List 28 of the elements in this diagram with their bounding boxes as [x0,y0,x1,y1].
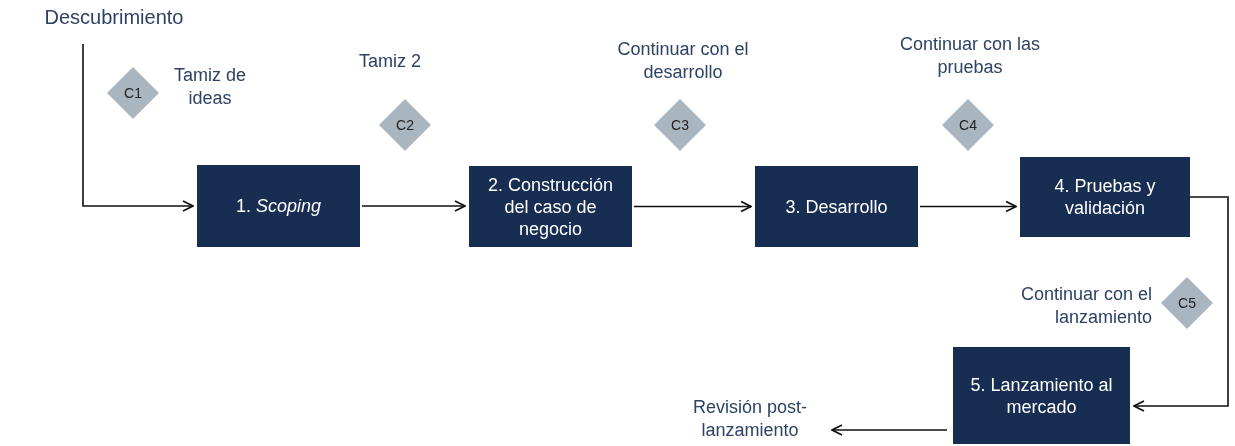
process-box: 3. Desarrollo [755,166,918,247]
arrow [919,200,1017,213]
arrow [633,200,752,213]
gate-label: C1 [124,85,142,101]
process-box: 4. Pruebas y validación [1020,157,1190,237]
gate-diamond [942,99,994,151]
process-box: 2. Construcción del caso de negocio [469,166,632,247]
arrow [361,200,466,212]
gate-caption: Tamiz de ideas [173,64,247,110]
process-box: 5. Lanzamiento al mercado [953,347,1130,444]
gate-diamond [107,67,159,119]
gate-label: C5 [1178,295,1196,311]
gate-diamond [379,99,431,151]
arrow [831,424,948,436]
gate-label: C3 [671,117,689,133]
process-box: 1. Scoping [197,165,360,247]
gate-label: C2 [396,117,414,133]
arrow [82,43,194,212]
stage-label: Descubrimiento [34,6,194,29]
gate-caption: Tamiz 2 [358,50,422,73]
gate-diamond [1161,277,1213,329]
gate-diamond [654,99,706,151]
gate-caption: Continuar con el desarrollo [616,38,750,84]
gate-label: C4 [959,117,977,133]
gate-caption: Continuar con las pruebas [898,33,1042,79]
arrow [1133,196,1229,412]
stage-label: Revisión post-lanzamiento [660,396,840,442]
gate-caption: Continuar con el lanzamiento [1019,283,1152,329]
